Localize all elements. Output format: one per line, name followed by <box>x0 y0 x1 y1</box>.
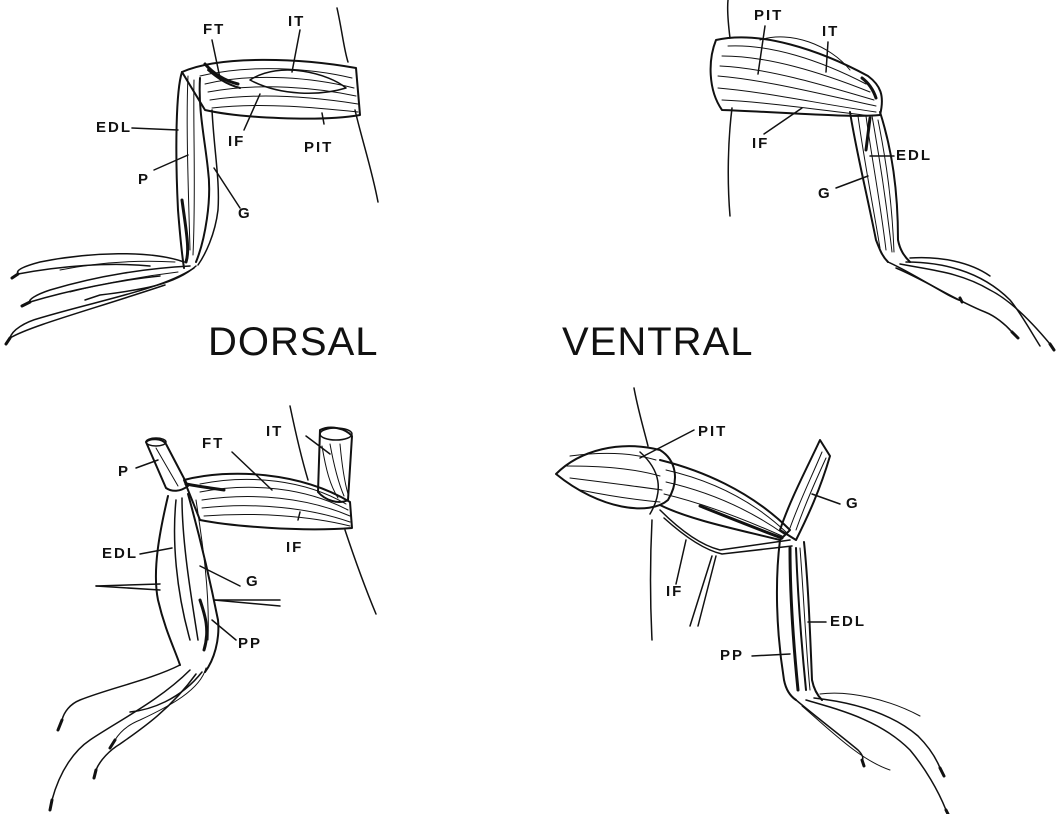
label-if: IF <box>666 584 683 599</box>
panel-bottom-left-drawing <box>50 406 376 810</box>
label-it: IT <box>288 14 305 29</box>
label-p: P <box>138 172 150 187</box>
label-edl: EDL <box>102 546 138 561</box>
label-pp: PP <box>238 636 262 651</box>
label-p: P <box>118 464 130 479</box>
label-g: G <box>238 206 252 221</box>
label-edl: EDL <box>96 120 132 135</box>
label-g: G <box>246 574 260 589</box>
label-g: G <box>846 496 860 511</box>
label-edl: EDL <box>896 148 932 163</box>
dorsal-title: DORSAL <box>208 322 379 362</box>
label-pit: PIT <box>698 424 727 439</box>
label-it: IT <box>266 424 283 439</box>
panel-top-right-drawing <box>711 0 1054 350</box>
label-pit: PIT <box>304 140 333 155</box>
label-if: IF <box>286 540 303 555</box>
panel-top-left-drawing <box>6 8 378 344</box>
label-g: G <box>818 186 832 201</box>
ventral-title: VENTRAL <box>562 322 754 362</box>
label-if: IF <box>228 134 245 149</box>
label-edl: EDL <box>830 614 866 629</box>
label-pit: PIT <box>754 8 783 23</box>
label-if: IF <box>752 136 769 151</box>
label-it: IT <box>822 24 839 39</box>
label-pp: PP <box>720 648 744 663</box>
label-ft: FT <box>202 436 224 451</box>
panel-bottom-right-drawing <box>556 388 948 814</box>
label-ft: FT <box>203 22 225 37</box>
